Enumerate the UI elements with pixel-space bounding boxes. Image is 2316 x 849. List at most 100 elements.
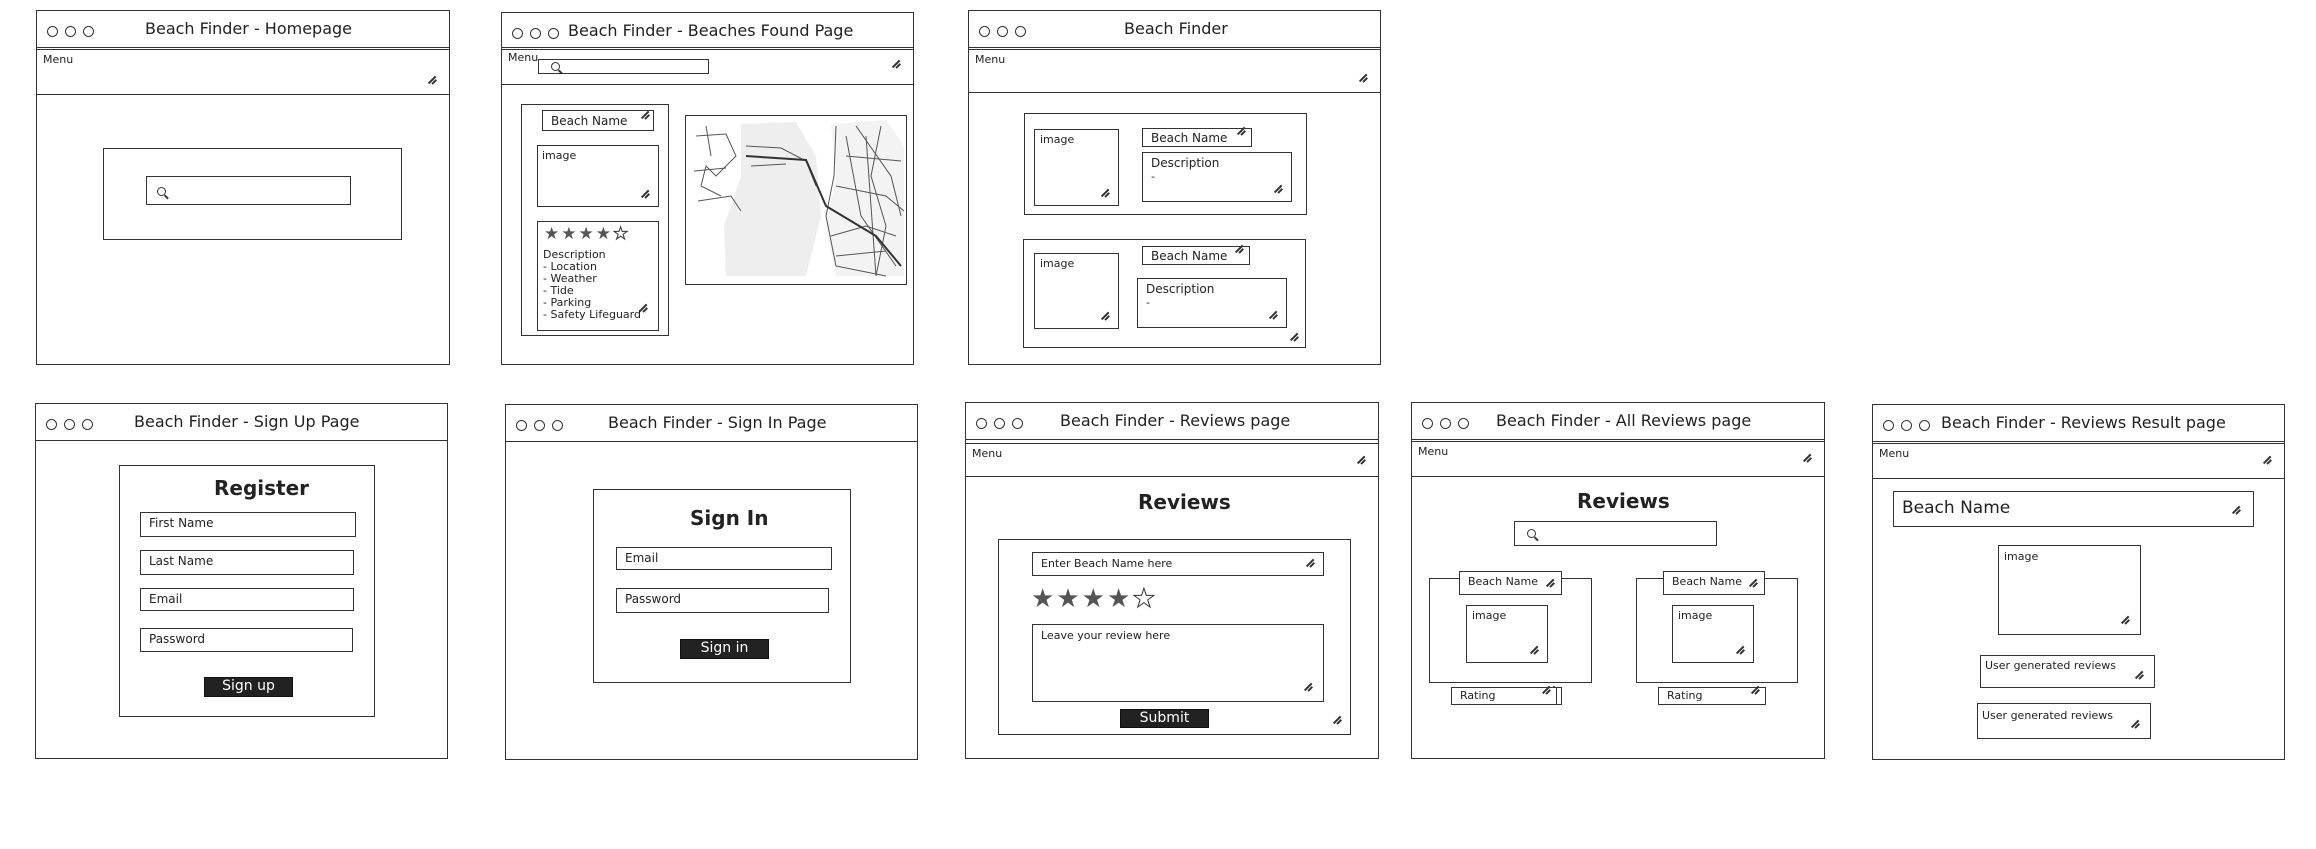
close-icon[interactable] [512,28,523,39]
star-filled-icon[interactable]: ★ [1106,584,1133,614]
star-filled-icon[interactable]: ★ [1031,584,1057,614]
resize-icon [1234,243,1244,253]
window-controls[interactable] [979,22,1033,41]
beach-result-card[interactable]: Beach Name image ★★★★★ Description- Loca… [521,104,669,336]
window-controls[interactable] [1883,416,1937,435]
submit-button[interactable]: Submit [1120,709,1209,728]
form-heading: Register [214,476,310,500]
beach-name-input[interactable]: Enter Beach Name here [1032,552,1324,576]
window-controls[interactable] [516,416,570,435]
search-input[interactable] [146,176,351,205]
resize-icon [891,58,901,68]
resize-icon [1289,331,1299,341]
beach-name-field[interactable]: Beach Name [1142,246,1250,265]
last-name-placeholder: Last Name [149,554,214,568]
maximize-icon[interactable] [83,26,94,37]
beach-name-field[interactable]: Beach Name [542,110,654,131]
email-field[interactable]: Email [616,547,832,570]
menu-label[interactable]: Menu [972,447,1003,460]
menu-label[interactable]: Menu [1418,445,1449,458]
beaches-found-window: Beach Finder - Beaches Found Page Menu B… [501,12,914,365]
all-reviews-window: Beach Finder - All Reviews page Menu Rev… [1411,402,1825,759]
maximize-icon[interactable] [82,419,93,430]
close-icon[interactable] [47,26,58,37]
minimize-icon[interactable] [530,28,541,39]
beach-name-field[interactable]: Beach Name [1663,571,1765,595]
sign-in-form: Sign In Email Password Sign in [593,489,851,683]
minimize-icon[interactable] [994,418,1005,429]
close-icon[interactable] [979,26,990,37]
star-filled-icon[interactable]: ★ [1056,584,1082,614]
menu-bar[interactable]: Menu [502,47,913,85]
menu-bar[interactable]: Menu [37,49,449,95]
menu-label[interactable]: Menu [975,53,1006,66]
sign-up-button[interactable]: Sign up [204,677,293,697]
menu-label[interactable]: Menu [1879,447,1910,460]
close-icon[interactable] [1883,420,1894,431]
email-field[interactable]: Email [140,588,354,611]
first-name-field[interactable]: First Name [140,512,356,537]
rating-label: Rating [1460,689,1496,702]
menu-bar[interactable]: Menu [969,49,1380,93]
star-filled-icon[interactable]: ★ [561,224,579,244]
window-controls[interactable] [46,415,100,434]
menu-bar[interactable]: Menu [966,443,1378,477]
close-icon[interactable] [976,418,987,429]
resize-icon [2262,454,2272,464]
close-icon[interactable] [1422,418,1433,429]
form-heading: Sign In [690,506,769,530]
star-rating-input[interactable]: ★★★★★ [1031,584,1158,615]
star-filled-icon[interactable]: ★ [544,224,562,244]
password-placeholder: Password [149,632,206,646]
window-controls[interactable] [976,414,1030,433]
review-form: Enter Beach Name here ★★★★★ Leave your r… [998,539,1351,735]
minimize-icon[interactable] [1901,420,1912,431]
beach-card[interactable]: image Beach Name Description - [1023,239,1306,348]
window-controls[interactable] [47,22,101,41]
search-input[interactable] [538,59,709,74]
window-title: Beach Finder [1124,19,1228,38]
minimize-icon[interactable] [65,26,76,37]
beach-name-field[interactable]: Beach Name [1142,128,1252,147]
maximize-icon[interactable] [1015,26,1026,37]
menu-bar[interactable]: Menu [1873,443,2284,479]
menu-bar[interactable]: Menu [1412,441,1824,477]
search-input[interactable] [1514,521,1717,546]
review-card[interactable]: Beach Name image [1636,571,1798,683]
review-textarea[interactable]: Leave your review here [1032,624,1324,702]
menu-label[interactable]: Menu [43,53,74,66]
star-rating[interactable]: ★★★★★ [544,224,631,245]
star-filled-icon[interactable]: ★ [595,224,613,244]
beach-name-field[interactable]: Beach Name [1459,571,1562,595]
password-field[interactable]: Password [616,588,829,613]
map-view[interactable] [685,115,907,285]
last-name-field[interactable]: Last Name [140,550,354,575]
star-empty-icon[interactable]: ★ [1132,584,1158,615]
maximize-icon[interactable] [1919,420,1930,431]
password-field[interactable]: Password [140,628,353,652]
beach-info-panel: ★★★★★ Description- Location- Weather- Ti… [537,221,659,331]
maximize-icon[interactable] [552,420,563,431]
close-icon[interactable] [46,419,57,430]
beach-card[interactable]: image Beach Name Description - [1024,113,1307,215]
minimize-icon[interactable] [997,26,1008,37]
maximize-icon[interactable] [1012,418,1023,429]
window-title: Beach Finder - Reviews page [1060,411,1291,430]
map-graphic [686,116,905,283]
window-controls[interactable] [1422,414,1476,433]
sign-in-button[interactable]: Sign in [680,639,769,659]
star-filled-icon[interactable]: ★ [578,224,596,244]
beach-name-field[interactable]: Beach Name [1893,491,2254,527]
minimize-icon[interactable] [64,419,75,430]
close-icon[interactable] [516,420,527,431]
window-controls[interactable] [512,24,566,43]
star-filled-icon[interactable]: ★ [1081,584,1107,614]
maximize-icon[interactable] [1458,418,1469,429]
resize-icon [1332,714,1342,724]
minimize-icon[interactable] [534,420,545,431]
star-empty-icon[interactable]: ★ [612,224,631,245]
minimize-icon[interactable] [1440,418,1451,429]
menu-label[interactable]: Menu [508,51,539,64]
maximize-icon[interactable] [548,28,559,39]
review-card[interactable]: Beach Name image Rating [1429,571,1592,705]
